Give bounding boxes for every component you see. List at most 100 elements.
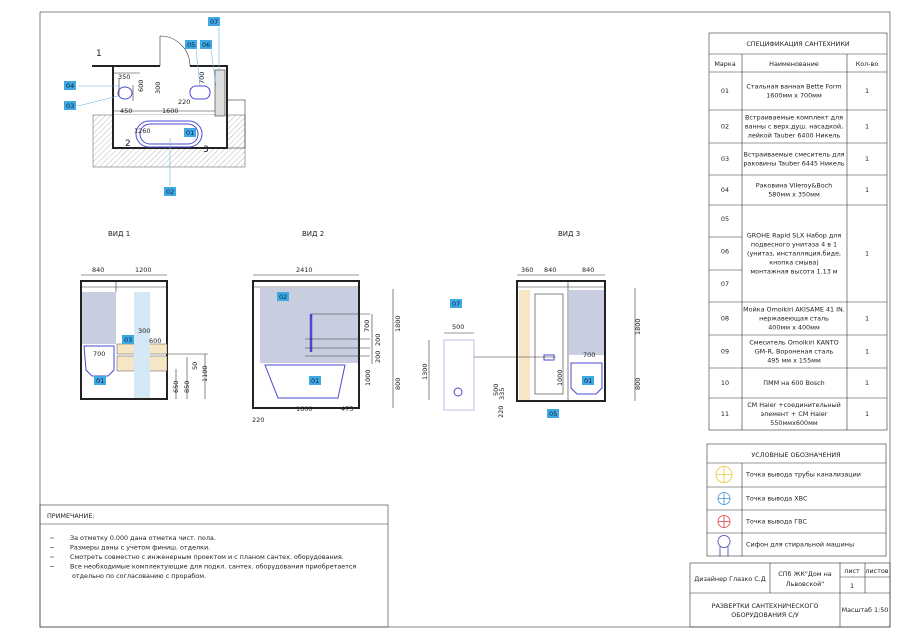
spec-mark: 01 — [721, 87, 729, 95]
washer-siphon-icon — [717, 535, 731, 557]
spec-qty: 1 — [865, 410, 869, 418]
dim: 350 — [118, 73, 130, 81]
dim: 1260 — [134, 127, 151, 135]
dim: 800 — [394, 378, 402, 390]
project-line: СПб ЖК"Дом на — [778, 570, 832, 578]
svg-text:06: 06 — [202, 41, 210, 49]
dim: 700 — [363, 320, 371, 332]
spec-name-line: Мойка Omoikiri AKISAME 41 IN. — [743, 306, 845, 314]
svg-text:03: 03 — [124, 336, 132, 344]
marker-2: 2 — [125, 139, 131, 149]
spec-qty: 1 — [865, 250, 869, 258]
callout-labels: 04 03 05 06 07 01 02 03 01 02 01 07 01 0… — [64, 17, 594, 418]
callout-07: 07 — [208, 17, 220, 26]
spec-name-line: лейкой Tauber 6400 Никель — [748, 132, 841, 140]
dim: 600 — [137, 80, 145, 92]
dim: 1600 — [296, 405, 313, 413]
spec-name-line: Смеситель Omoikiri KANTO — [749, 339, 838, 347]
svg-text:03: 03 — [66, 102, 74, 110]
spec-name-line: 1600мм х 700мм — [766, 92, 822, 100]
svg-text:05: 05 — [187, 41, 195, 49]
spec-name-line: Стальная ванная Bette Form — [746, 83, 841, 91]
specification-text: СПЕЦИФИКАЦИЯ САНТЕХНИКИ Марка Наименован… — [714, 40, 878, 427]
designer: Дизайнер Глазко С.Д — [694, 575, 765, 583]
callout-06: 06 — [200, 40, 212, 49]
callout-02: 02 — [164, 187, 176, 196]
dim: 840 — [582, 266, 594, 274]
spec-name-line: ванны с верх.душ. насадкой, — [745, 123, 843, 131]
svg-text:01: 01 — [186, 129, 194, 137]
bathtub-side — [83, 345, 115, 377]
view-1: ВИД 1 840 1200 300 600 700 50 650 850 11… — [80, 230, 209, 400]
notes-box — [39, 504, 389, 628]
spec-mark: 08 — [721, 315, 729, 323]
spec-qty: 1 — [865, 87, 869, 95]
dim: 1800 — [394, 315, 402, 332]
dim: 200 — [374, 334, 382, 346]
spec-mark: 03 — [721, 155, 729, 163]
spec-header-name: Наименование — [769, 60, 819, 68]
svg-text:02: 02 — [279, 293, 287, 301]
spec-mark: 02 — [721, 123, 729, 131]
callout-02: 02 — [277, 292, 289, 301]
hot-water-outlet-icon — [717, 515, 731, 528]
sheet-number: 1 — [850, 582, 854, 590]
spec-qty: 1 — [865, 186, 869, 194]
spec-qty: 1 — [865, 155, 869, 163]
spec-mark: 05 — [721, 215, 729, 223]
dim: 700 — [93, 350, 105, 358]
callout-07: 07 — [450, 299, 462, 308]
spec-title: СПЕЦИФИКАЦИЯ САНТЕХНИКИ — [746, 40, 850, 48]
dim: 500 — [452, 323, 464, 331]
dim: 700 — [583, 351, 595, 359]
spec-mark: 09 — [721, 348, 729, 356]
spec-name-line: Раковина ViIeroy&Boch — [756, 182, 832, 190]
dim: 500 — [492, 384, 500, 396]
cold-water-outlet-icon — [717, 492, 731, 505]
svg-text:01: 01 — [584, 377, 592, 385]
dim: 1800 — [634, 318, 642, 335]
legend-item: Точка вывода ХВС — [717, 492, 808, 505]
callout-04: 04 — [64, 81, 76, 90]
legend-item: Точка вывода ГВС — [717, 515, 808, 528]
sheets-label: листов — [865, 567, 888, 575]
spec-header-qty: Кол-во — [856, 60, 879, 68]
dim: 1200 — [135, 266, 152, 274]
dim: 840 — [544, 266, 556, 274]
dim: 200 — [374, 351, 382, 363]
scale: Масштаб 1:50 — [842, 606, 889, 614]
spec-name-line: 550ммх600мм — [770, 419, 818, 427]
spec-name-line: монтажная высота 1.13 м — [750, 268, 837, 276]
spec-name-line: GM-R, Вороненая сталь — [755, 348, 834, 356]
callout-01: 01 — [582, 376, 594, 385]
svg-text:05: 05 — [549, 410, 557, 418]
view-3: ВИД 3 360 840 840 500 1300 1800 700 1000… — [421, 230, 642, 418]
spec-name-line: 580мм х 350мм — [768, 191, 820, 199]
bathtub — [135, 120, 203, 148]
view-2-title: ВИД 2 — [302, 230, 324, 238]
callout-03: 03 — [64, 101, 76, 110]
note-line: Размеры даны с учетом финиш. отделки. — [70, 544, 210, 552]
legend-label: Сифон для стиральной машины — [746, 541, 854, 549]
spec-name-line: СМ Haier +соединительный — [747, 401, 841, 409]
note-line: Все необходимые комплектующие для подкл.… — [70, 563, 356, 571]
callout-01: 01 — [309, 376, 321, 385]
spec-mark: 10 — [721, 379, 729, 387]
drawing-title: ОБОРУДОВАНИЯ С/У — [731, 611, 799, 619]
dim: 220 — [252, 416, 264, 424]
project-line: Львовской" — [786, 580, 824, 588]
spec-name-line: GROHE Rapid SLX Набор для — [747, 232, 842, 240]
tile-panel — [260, 288, 358, 363]
marker-3: 3 — [203, 145, 209, 155]
legend-table — [706, 443, 887, 557]
dim: 50 — [191, 362, 199, 370]
legend-item: Точка вывода трубы канализации — [715, 466, 861, 483]
legend-label: Точка вывода ХВС — [745, 495, 808, 503]
toilet — [189, 85, 211, 100]
